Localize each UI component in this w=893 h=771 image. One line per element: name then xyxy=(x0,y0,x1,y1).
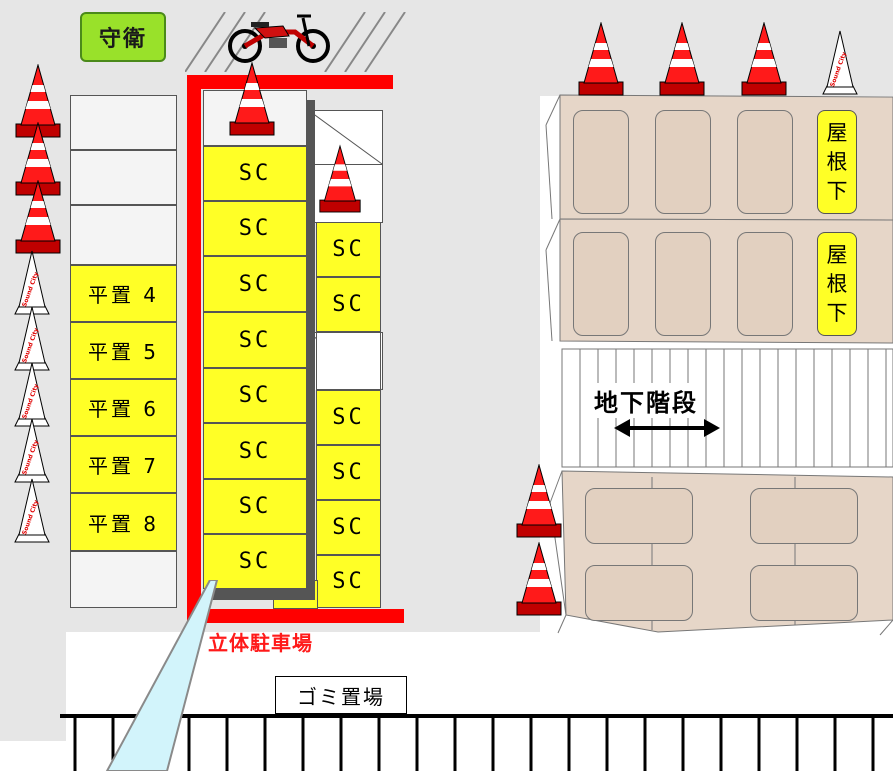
traffic-cone-icon xyxy=(515,464,563,538)
flat-slot-5[interactable]: 平置 5 xyxy=(70,322,177,379)
under-roof-slot-1[interactable]: 屋 根 下 xyxy=(817,110,857,214)
sc-slot-right-4[interactable]: SC xyxy=(316,445,381,500)
lower-slot xyxy=(585,565,693,621)
guard-booth: 守衛 xyxy=(80,12,166,62)
guard-label: 守衛 xyxy=(98,27,147,52)
lower-slot xyxy=(585,488,693,544)
sc-slot-7[interactable]: SC xyxy=(203,479,307,534)
sc-slot-4[interactable]: SC xyxy=(203,312,307,368)
garbage-area: ゴミ置場 xyxy=(275,676,407,714)
double-arrow-icon xyxy=(614,419,720,437)
rooftop-slot xyxy=(655,110,711,214)
sc-slot-right-6[interactable]: SC xyxy=(316,555,381,608)
stairs-label: 地下階段 xyxy=(594,383,698,418)
bicycle-parking-hatch xyxy=(185,12,406,72)
flat-slot-empty[interactable] xyxy=(70,205,177,265)
lot-area-middle-white xyxy=(66,632,366,676)
traffic-cone-icon xyxy=(658,22,706,96)
sc-slot-right-5[interactable]: SC xyxy=(316,500,381,555)
flat-slot-empty[interactable] xyxy=(70,150,177,205)
parking-tower-label: 立体駐車場 xyxy=(208,631,313,655)
traffic-cone-icon xyxy=(515,542,563,616)
sc-slot-right-3[interactable]: SC xyxy=(316,390,381,445)
rooftop-slot xyxy=(737,232,793,336)
rooftop-slot xyxy=(573,110,629,214)
traffic-cone-icon xyxy=(577,22,625,96)
sc-slot-5[interactable]: SC xyxy=(203,368,307,423)
under-roof-slot-2[interactable]: 屋 根 下 xyxy=(817,232,857,336)
sc-slot-right-1[interactable]: SC xyxy=(316,222,381,277)
tower-wall-bottom xyxy=(187,609,404,623)
sound-city-cone-icon xyxy=(822,30,858,96)
garbage-label: ゴミ置場 xyxy=(297,684,385,709)
sc-slot-2[interactable]: SC xyxy=(203,201,307,256)
sound-city-cone-icon xyxy=(14,418,50,484)
fence xyxy=(60,714,893,771)
tower-ramp-slot xyxy=(316,332,381,390)
flat-slot-4[interactable]: 平置 4 xyxy=(70,265,177,322)
sc-slot-6[interactable]: SC xyxy=(203,423,307,479)
traffic-cone-icon xyxy=(318,140,362,218)
rooftop-slot xyxy=(737,110,793,214)
lower-slot xyxy=(750,565,858,621)
sc-slot-3[interactable]: SC xyxy=(203,256,307,312)
traffic-cone-icon xyxy=(740,22,788,96)
flat-slot-7[interactable]: 平置 7 xyxy=(70,436,177,493)
flat-slot-empty[interactable] xyxy=(70,551,177,608)
rooftop-slot xyxy=(573,232,629,336)
rooftop-slot xyxy=(655,232,711,336)
lower-slot xyxy=(750,488,858,544)
flat-slot-empty[interactable] xyxy=(70,95,177,150)
flat-slot-6[interactable]: 平置 6 xyxy=(70,379,177,436)
tower-wall-top xyxy=(187,75,393,89)
tower-wall-left xyxy=(187,75,201,623)
motorcycle-icon xyxy=(228,14,330,63)
sc-slot-8[interactable]: SC xyxy=(203,534,307,589)
sc-slot-right-2[interactable]: SC xyxy=(316,277,381,332)
traffic-cone-icon xyxy=(228,62,276,136)
building xyxy=(545,94,893,636)
traffic-cone-icon xyxy=(14,180,62,254)
camera-view-beam xyxy=(105,580,219,771)
flat-slot-8[interactable]: 平置 8 xyxy=(70,493,177,551)
sc-slot-1[interactable]: SC xyxy=(203,146,307,201)
sound-city-cone-icon xyxy=(14,478,50,544)
